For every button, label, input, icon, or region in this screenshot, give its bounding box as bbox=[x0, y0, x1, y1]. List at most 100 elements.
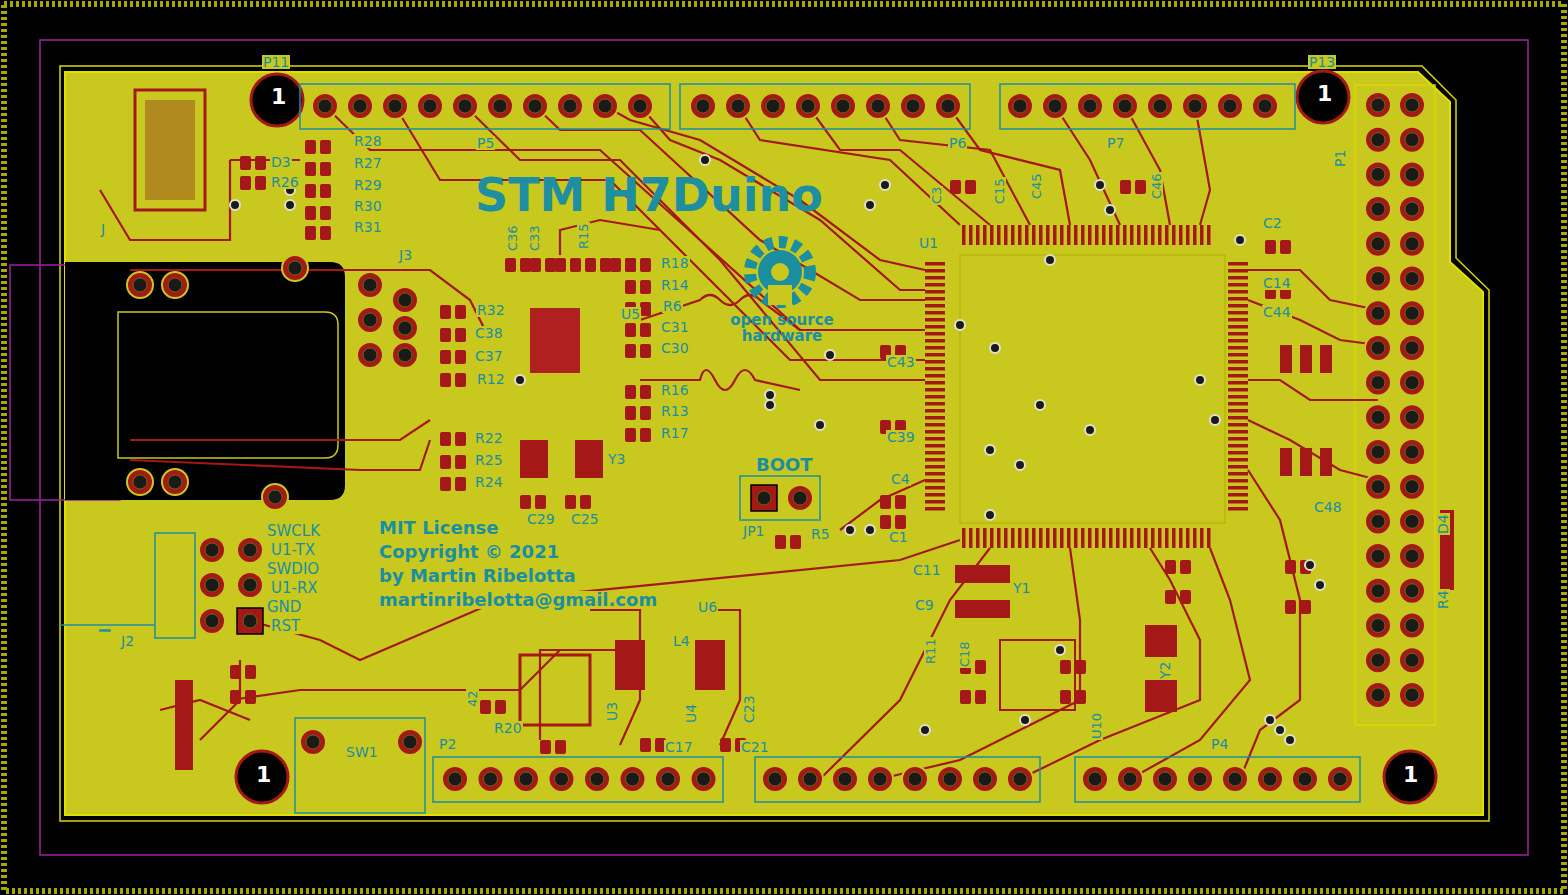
silk-label: R24 bbox=[474, 475, 504, 489]
pin-hole bbox=[661, 772, 675, 786]
pin-pad bbox=[832, 766, 858, 792]
pin-pad bbox=[795, 93, 821, 119]
silk-label: P6 bbox=[948, 136, 967, 150]
qfp-pad bbox=[1228, 423, 1248, 427]
silk-label: R31 bbox=[353, 220, 383, 234]
pin-hole bbox=[1405, 480, 1419, 494]
silk-label: C39 bbox=[886, 430, 916, 444]
silk-label: C25 bbox=[570, 512, 600, 526]
smd-pad bbox=[245, 665, 256, 679]
pin-pad bbox=[1399, 543, 1425, 569]
silk-label: P13 bbox=[1308, 55, 1336, 69]
smd-pad bbox=[570, 258, 581, 272]
pin-pad bbox=[549, 766, 575, 792]
silk-label: R18 bbox=[660, 256, 690, 270]
qfp-pad bbox=[1039, 225, 1043, 245]
silk-label: P4 bbox=[1210, 737, 1229, 751]
smd-pad bbox=[565, 495, 576, 509]
qfp-pad bbox=[990, 225, 994, 245]
silk-label: C15 bbox=[993, 177, 1006, 205]
qfp-pad bbox=[1116, 225, 1120, 245]
pin-pad bbox=[1365, 508, 1391, 534]
qfp-pad bbox=[1067, 528, 1071, 548]
smd-pad bbox=[790, 535, 801, 549]
qfp-pad bbox=[1228, 472, 1248, 476]
pin-pad bbox=[199, 537, 225, 563]
via bbox=[1020, 715, 1030, 725]
pin-pad bbox=[237, 608, 263, 634]
pin-hole bbox=[1371, 480, 1385, 494]
pin-pad bbox=[1365, 300, 1391, 326]
usb-outline bbox=[118, 312, 338, 458]
smd-pad bbox=[230, 665, 241, 679]
qfp-pad bbox=[1228, 276, 1248, 280]
via bbox=[285, 200, 295, 210]
smd-pad bbox=[535, 495, 546, 509]
smd-pad bbox=[775, 535, 786, 549]
via bbox=[1105, 205, 1115, 215]
silk-label: J bbox=[100, 222, 106, 236]
qfp-pad bbox=[1228, 381, 1248, 385]
smd-pad bbox=[320, 226, 331, 240]
pin-hole bbox=[1405, 341, 1419, 355]
qfp-pad bbox=[1228, 507, 1248, 511]
smd-pad bbox=[320, 184, 331, 198]
pin-pad bbox=[584, 766, 610, 792]
pin-pad bbox=[1077, 93, 1103, 119]
pin-pad bbox=[1182, 93, 1208, 119]
qfp-pad bbox=[1228, 304, 1248, 308]
smd-pad bbox=[495, 700, 506, 714]
smd-pad bbox=[440, 305, 451, 319]
pin-pad bbox=[1327, 766, 1353, 792]
via bbox=[1210, 415, 1220, 425]
pin-pad bbox=[382, 93, 408, 119]
pin-pad bbox=[347, 93, 373, 119]
pin-pad bbox=[487, 93, 513, 119]
silk-label: C33 bbox=[528, 224, 541, 252]
smd-pad bbox=[1075, 660, 1086, 674]
qfp-pad bbox=[925, 381, 945, 385]
pin-pad bbox=[972, 766, 998, 792]
pin-pad bbox=[1257, 766, 1283, 792]
qfp-pad bbox=[1207, 225, 1211, 245]
pin-hole bbox=[1405, 653, 1419, 667]
qfp-pad bbox=[1165, 528, 1169, 548]
qfp-pad bbox=[1018, 528, 1022, 548]
silk-label: U4 bbox=[684, 703, 698, 724]
pin-pad bbox=[237, 537, 263, 563]
pin-hole bbox=[493, 99, 507, 113]
pin-pad bbox=[592, 93, 618, 119]
qfp-pad bbox=[925, 374, 945, 378]
silk-label: P1 bbox=[1333, 149, 1347, 168]
silk-label: C43 bbox=[886, 355, 916, 369]
silk-label: R6 bbox=[662, 299, 683, 313]
qfp-pad bbox=[1011, 528, 1015, 548]
smd-pad bbox=[230, 690, 241, 704]
qfp-pad bbox=[925, 276, 945, 280]
qfp-pad bbox=[925, 423, 945, 427]
pin-hole bbox=[1405, 272, 1419, 286]
qfp-pad bbox=[1228, 339, 1248, 343]
qfp-pad bbox=[1228, 402, 1248, 406]
silk-label: R13 bbox=[660, 404, 690, 418]
smd-pad bbox=[625, 258, 636, 272]
via bbox=[825, 350, 835, 360]
pin-pad bbox=[1399, 682, 1425, 708]
smd-pad bbox=[965, 180, 976, 194]
silk-label: C11 bbox=[912, 563, 942, 577]
qfp-pad bbox=[1228, 311, 1248, 315]
qfp-pad bbox=[925, 451, 945, 455]
smd-pad bbox=[625, 428, 636, 442]
pin-hole bbox=[757, 491, 771, 505]
qfp-pad bbox=[1228, 283, 1248, 287]
via bbox=[955, 320, 965, 330]
qfp-pad bbox=[1193, 225, 1197, 245]
pin-pad bbox=[162, 272, 188, 298]
via bbox=[845, 525, 855, 535]
pin-pad bbox=[1112, 93, 1138, 119]
via bbox=[1315, 580, 1325, 590]
pin-one-marker: 1 bbox=[255, 764, 272, 786]
pin-pad bbox=[1007, 93, 1033, 119]
silk-label: C14 bbox=[1262, 276, 1292, 290]
